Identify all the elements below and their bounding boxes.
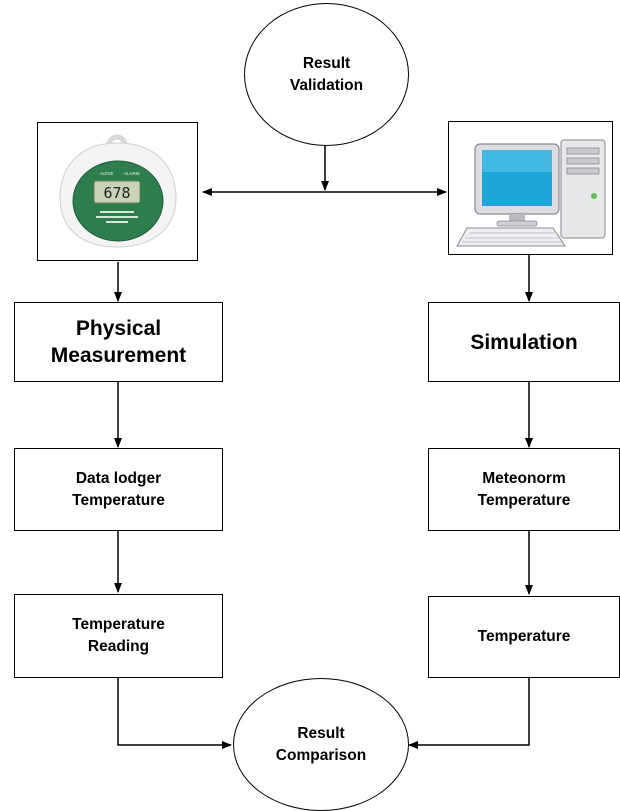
simulation-label: Simulation bbox=[470, 330, 578, 354]
result-validation-node: Result Validation bbox=[244, 3, 409, 146]
temperature-label: Temperature bbox=[477, 628, 571, 645]
temperature-node: Temperature bbox=[428, 596, 620, 678]
result-validation-label: Result Validation bbox=[289, 54, 364, 94]
device-label-alarm: ALARM bbox=[124, 171, 140, 176]
device-label-active: ActiVE bbox=[100, 171, 114, 176]
result-comparison-node: Result Comparison bbox=[233, 678, 409, 811]
temperature-reading-node: Temperature Reading bbox=[14, 594, 223, 678]
physical-measurement-label: Physical Measurement bbox=[50, 317, 187, 367]
data-lodger-temperature-label: Data lodger Temperature bbox=[72, 469, 165, 509]
desktop-computer-icon bbox=[456, 139, 606, 247]
device-lcd-reading: 678 bbox=[103, 184, 130, 202]
data-logger-image: ActiVE ALARM 678 bbox=[37, 122, 198, 261]
connector-temperature-to-comparison bbox=[408, 678, 530, 749]
data-logger-device-icon: ActiVE ALARM 678 bbox=[59, 134, 177, 248]
computer-image bbox=[448, 121, 613, 255]
meteonorm-temperature-node: Meteonorm Temperature bbox=[428, 448, 620, 531]
physical-measurement-node: Physical Measurement bbox=[14, 302, 223, 382]
temperature-reading-label: Temperature Reading bbox=[72, 616, 165, 655]
meteonorm-temperature-label: Meteonorm Temperature bbox=[477, 469, 571, 509]
simulation-node: Simulation bbox=[428, 302, 620, 382]
result-comparison-label: Result Comparison bbox=[275, 724, 367, 764]
data-lodger-temperature-node: Data lodger Temperature bbox=[14, 448, 223, 531]
connector-reading-to-comparison bbox=[117, 678, 232, 749]
